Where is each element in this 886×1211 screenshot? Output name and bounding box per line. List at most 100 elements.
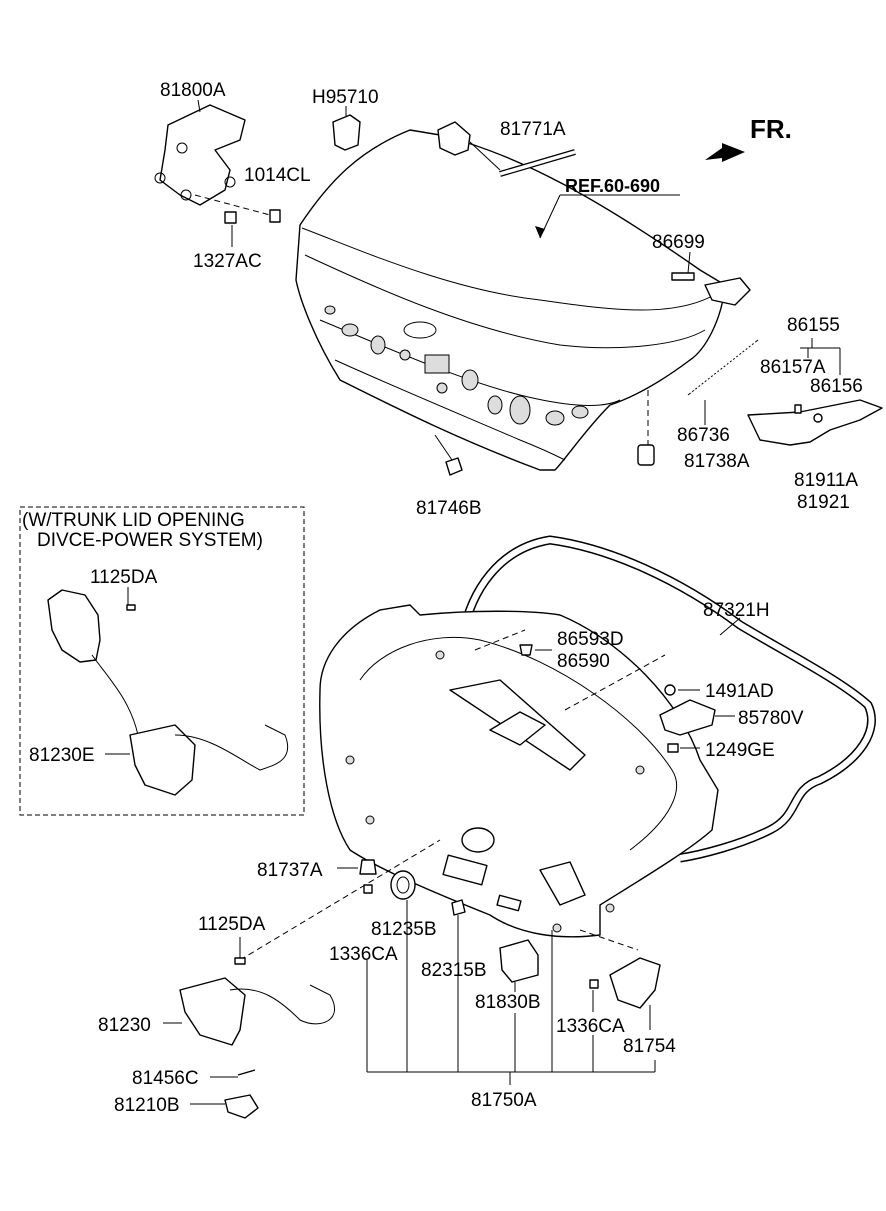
hinge-81800A [154, 99, 246, 206]
latch-81230E [129, 724, 196, 796]
hinge-bolt-hole [154, 172, 166, 184]
trunk-lid-panel [295, 129, 726, 471]
label-1249GE: 1249GE [705, 740, 775, 761]
strut-body-fill [499, 150, 576, 176]
leader-line [469, 141, 501, 171]
label-86155: 86155 [787, 315, 840, 336]
switch-85780V [659, 699, 716, 736]
clip-81737A [359, 859, 377, 875]
trim-clip-hole [605, 903, 615, 913]
label-86157A: 86157A [760, 357, 826, 378]
spring-coil-detail [689, 340, 757, 394]
label-81737A: 81737A [257, 860, 323, 881]
lid-hole [370, 335, 386, 355]
hinge-part [159, 104, 246, 206]
striker-81210B [224, 1094, 259, 1119]
trim-handle-pocket [539, 861, 586, 906]
grommet-inner [396, 876, 410, 894]
clip-82315B [451, 899, 466, 916]
hinge-bracket-right [704, 277, 751, 306]
lid-hole [341, 323, 359, 337]
leader-line [197, 99, 201, 113]
hinge-bolt-hole [176, 142, 188, 154]
label-81750A: 81750A [471, 1090, 537, 1111]
trim-grommet [461, 827, 495, 853]
label-1125DA: 1125DA [198, 914, 266, 935]
front-direction-label: FR. [750, 114, 792, 144]
nut-86593D [519, 644, 533, 656]
label-1491AD: 1491AD [705, 681, 774, 702]
actuator-cable [91, 654, 139, 736]
label-1014CL: 1014CL [244, 165, 311, 186]
leader-line [687, 251, 691, 274]
bumper-part [332, 114, 361, 151]
lid-hole [509, 395, 531, 425]
power-actuator [47, 589, 101, 663]
stopper-81738A [637, 444, 655, 466]
label-81830B: 81830B [475, 992, 541, 1013]
clip-86156 [813, 413, 823, 423]
trunk-lid-frame-line-2 [334, 359, 566, 461]
latch-81230 [163, 937, 336, 1046]
latch-body [179, 977, 246, 1046]
trim-panel [319, 604, 719, 938]
label-81235B: 81235B [371, 919, 437, 940]
dashed-leader [239, 839, 441, 961]
clip-1491AD [664, 684, 676, 696]
inset-title-line1: (W/TRUNK LID OPENING [22, 510, 245, 531]
cover-81754 [609, 957, 661, 1009]
lid-hole [324, 305, 336, 315]
hinge-bolt-hole [180, 189, 192, 201]
lid-hole [571, 405, 589, 419]
trunk-lid-trim-81750A [319, 604, 719, 938]
garnish-81911A [747, 399, 883, 446]
label-1336CA-left: 1336CA [329, 944, 398, 965]
label-1327AC: 1327AC [193, 251, 262, 272]
emblem-mount [403, 321, 437, 339]
bolt-1125DA-inset [126, 604, 136, 611]
front-direction-indicator: FR. [705, 114, 792, 162]
label-81210B: 81210B [114, 1095, 180, 1116]
dashed-leader [474, 629, 526, 651]
label-81230: 81230 [98, 1015, 151, 1036]
label-81911A: 81911A [794, 470, 858, 491]
trim-clip-hole [365, 815, 375, 825]
spring-86736 [687, 339, 759, 425]
trunk-lid-assembly [295, 129, 726, 471]
hinge-bolt-hole [224, 176, 236, 188]
trim-inner-edge [359, 636, 677, 851]
lid-hole [545, 410, 565, 426]
trunk-lid-inner-edge [304, 254, 706, 349]
clip-86157A [794, 404, 802, 414]
label-86593D: 86593D [557, 629, 624, 650]
inset-title-line2: DIVCE-POWER SYSTEM) [37, 530, 263, 551]
dashed-leader [564, 654, 666, 711]
gas-strut-81771A [437, 121, 576, 177]
dashed-leader [194, 194, 271, 216]
trim-clip-hole [552, 923, 562, 933]
leader-line [434, 434, 453, 461]
weatherstrip-inner [459, 537, 875, 861]
label-81230E: 81230E [29, 745, 95, 766]
handle-81830B [499, 939, 539, 983]
label-81800A: 81800A [160, 80, 226, 101]
label-81771A: 81771A [500, 119, 566, 140]
bolt-81456C [237, 1069, 256, 1076]
trunk-lid-top-edge [301, 227, 723, 311]
label-85780V: 85780V [738, 708, 804, 729]
bumper-81746B [445, 457, 463, 476]
screw-1249GE [667, 743, 679, 753]
lid-hole [487, 395, 503, 415]
trim-opening [442, 854, 488, 886]
latch-cable [229, 984, 336, 1025]
grommet-81235B [390, 870, 416, 900]
latch-cable [174, 724, 288, 771]
nut-1327AC [224, 211, 237, 224]
label-H95710: H95710 [312, 87, 379, 108]
leader-line [719, 617, 741, 636]
bolt-1014CL [269, 209, 281, 223]
trim-clip-hole [635, 765, 645, 775]
bolt-1125DA [234, 957, 246, 965]
strut-bracket [437, 121, 471, 156]
